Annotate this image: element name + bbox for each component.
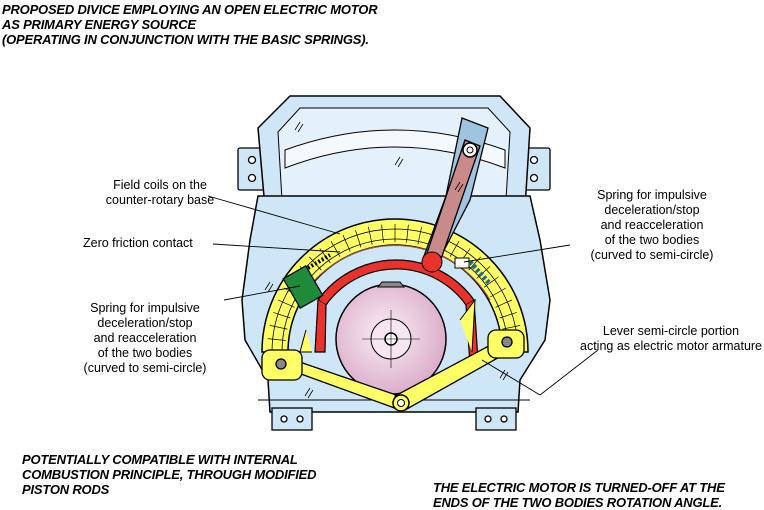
- label-spring-right: Spring for impulsive deceleration/stop a…: [572, 188, 732, 263]
- field-coil-tick: [476, 266, 491, 279]
- spring-right-line-2: deceleration/stop: [604, 203, 700, 217]
- field-coil-tick: [269, 325, 288, 330]
- field-coil-tick: [381, 224, 384, 243]
- title-line-3: (OPERATING IN CONJUNCTION WITH THE BASIC…: [2, 32, 369, 47]
- spring-right: [454, 257, 492, 286]
- field-coil-tick: [502, 325, 521, 330]
- note-motor-off-line-2: ENDS OF THE TWO BODIES ROTATION ANGLE.: [433, 495, 722, 510]
- field-coil-tick: [490, 287, 507, 298]
- pivot-left: [275, 358, 287, 370]
- field-coil-tick: [273, 312, 291, 319]
- field-coil-tick: [483, 276, 499, 288]
- label-field-coils: Field coils on the counter-rotary base: [80, 178, 240, 208]
- spring-left-line-1: Spring for impulsive: [90, 301, 200, 315]
- field-coil-tick: [267, 338, 286, 341]
- field-coils-line-1: Field coils on the: [113, 178, 207, 192]
- lever-line-2: acting as electric motor armature: [580, 339, 763, 353]
- title-line-2: AS PRIMARY ENERGY SOURCE: [2, 17, 196, 32]
- field-coil-tick: [468, 256, 481, 271]
- top-window: [284, 129, 506, 169]
- housing-foot-right: [475, 407, 517, 431]
- note-motor-off: THE ELECTRIC MOTOR IS TURNED-OFF AT THE …: [433, 480, 725, 510]
- label-spring-left: Spring for impulsive deceleration/stop a…: [65, 301, 225, 376]
- pivot-right: [501, 336, 513, 348]
- spring-left-line-3: and reacceleration: [93, 331, 197, 345]
- field-coil-tick: [495, 299, 513, 308]
- label-zero-friction: Zero friction contact: [83, 236, 193, 250]
- spring-right-line-1: Spring for impulsive: [597, 188, 707, 202]
- field-coil-tick: [277, 299, 295, 308]
- zero-friction-strip: [299, 244, 491, 301]
- field-coils-line-2: counter-rotary base: [105, 193, 215, 207]
- spring-right-line-4: of the two bodies: [604, 233, 700, 247]
- field-coil-tick: [449, 240, 460, 257]
- title-line-1: PROPOSED DIVICE EMPLOYING AN OPEN ELECTR…: [2, 2, 378, 17]
- label-lever: Lever semi-circle portion acting as elec…: [580, 324, 762, 354]
- spring-left-line-4: of the two bodies: [97, 346, 193, 360]
- note-combustion-line-3: PISTON RODS: [22, 482, 110, 497]
- note-combustion-line-1: POTENTIALLY COMPATIBLE WITH INTERNAL: [22, 452, 298, 467]
- note-combustion: POTENTIALLY COMPATIBLE WITH INTERNAL COM…: [22, 452, 316, 497]
- field-coil-tick: [499, 312, 517, 319]
- field-coil-tick: [417, 226, 422, 245]
- leader-lines: [207, 195, 599, 396]
- spring-right-line-3: and reacceleration: [600, 218, 704, 232]
- note-combustion-line-2: COMBUSTION PRINCIPLE, THROUGH MODIFIED: [22, 467, 317, 482]
- spring-left-line-5: (curved to semi-circle): [83, 361, 207, 375]
- housing-foot-left: [271, 407, 313, 431]
- field-coil-tick: [330, 240, 341, 257]
- diagram-title: PROPOSED DIVICE EMPLOYING AN OPEN ELECTR…: [2, 2, 378, 47]
- spring-left: [282, 264, 324, 310]
- lever-arm: [421, 117, 489, 273]
- note-motor-off-line-1: THE ELECTRIC MOTOR IS TURNED-OFF AT THE: [433, 480, 725, 495]
- field-coil-tick: [355, 230, 362, 248]
- field-coil-tick: [368, 226, 373, 245]
- spring-left-line-2: deceleration/stop: [97, 316, 193, 330]
- field-coil-tick: [342, 234, 351, 252]
- field-coil-tick: [406, 224, 409, 243]
- spring-right-line-5: (curved to semi-circle): [590, 248, 714, 262]
- lever-line-1: Lever semi-circle portion: [602, 324, 740, 338]
